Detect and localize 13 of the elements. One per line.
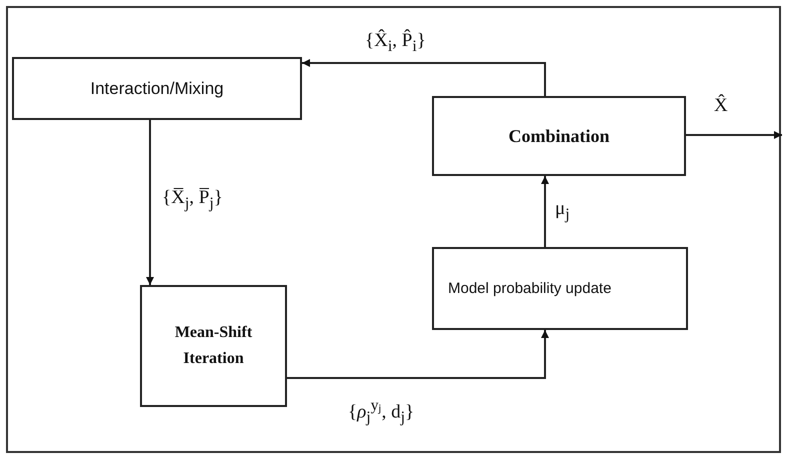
arrow bbox=[686, 131, 782, 139]
box-label: Mean-Shift Iteration bbox=[174, 323, 254, 369]
arrow bbox=[146, 120, 154, 285]
box-label: Model probability update bbox=[448, 278, 612, 298]
process-box bbox=[432, 247, 688, 330]
process-box bbox=[432, 96, 686, 176]
box-label: Combination bbox=[508, 124, 610, 148]
arrow bbox=[287, 330, 549, 379]
arrow bbox=[302, 59, 546, 96]
process-box bbox=[12, 57, 302, 120]
process-box bbox=[140, 285, 287, 407]
arrow bbox=[541, 176, 549, 247]
box-label: Interaction/Mixing bbox=[90, 78, 224, 100]
